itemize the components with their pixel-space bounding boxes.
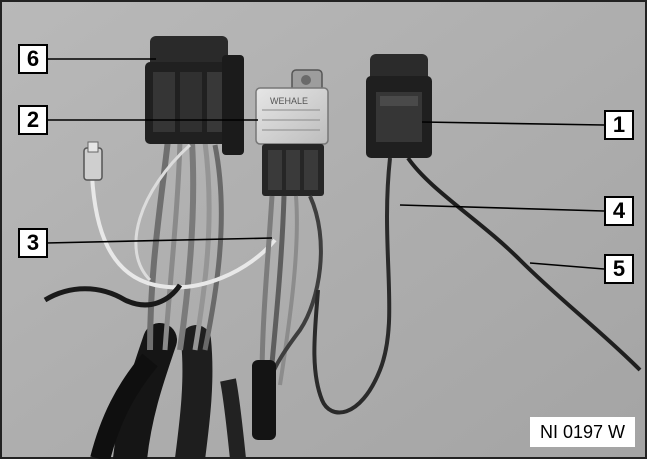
callout-1: 1	[604, 110, 634, 140]
callout-6: 6	[18, 44, 48, 74]
relay-label: WEHALE	[270, 96, 308, 106]
figure-reference-code: NI 0197 W	[529, 417, 635, 447]
callout-3: 3	[18, 228, 48, 258]
callout-5: 5	[604, 254, 634, 284]
callout-2: 2	[18, 105, 48, 135]
callout-4: 4	[604, 196, 634, 226]
